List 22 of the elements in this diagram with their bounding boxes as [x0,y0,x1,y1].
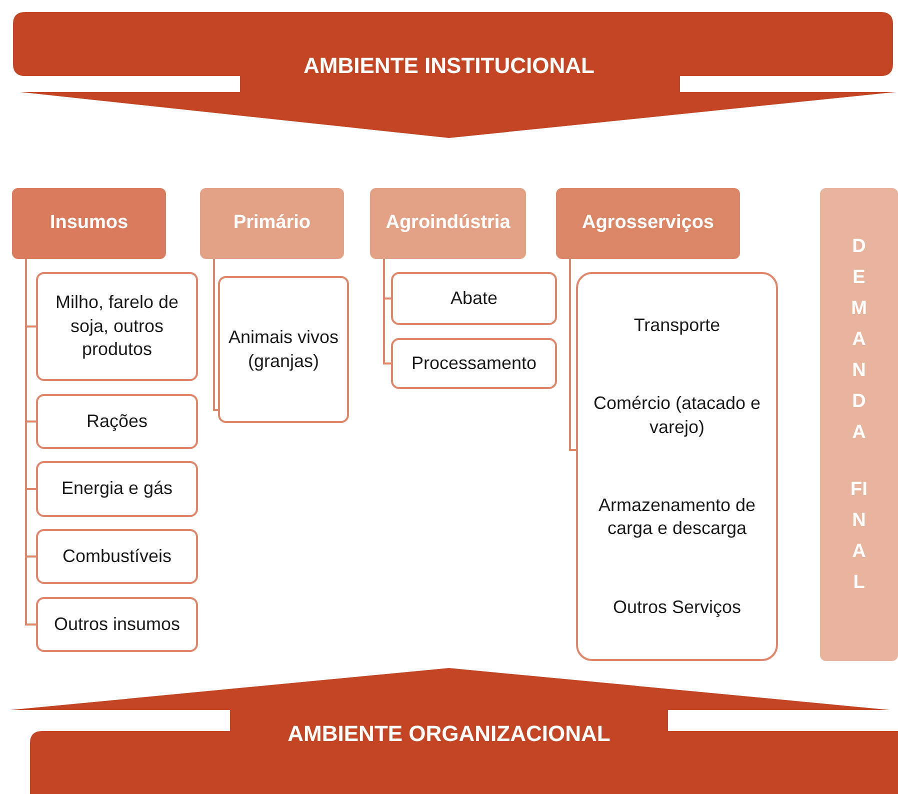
item-box: Outros insumos [36,597,198,652]
item-box: Processamento [391,338,557,389]
service-item: Armazenamento de carga e descarga [597,494,757,540]
item-box: Rações [36,394,198,449]
category-header: Agroindústria [370,188,526,259]
category-header: Insumos [12,188,166,259]
category-header: Agrosserviços [556,188,740,259]
service-item: Transporte [634,314,720,337]
banner-title: AMBIENTE INSTITUCIONAL [304,52,594,80]
service-item: Comércio (atacado e varejo) [592,392,762,439]
banner-title: AMBIENTE ORGANIZACIONAL [288,720,610,748]
connector-line [569,259,576,451]
item-box: Milho, farelo de soja, outros produtos [36,272,198,381]
item-box: Animais vivos (granjas) [218,276,349,423]
connector-line [25,259,36,626]
category-header: Primário [200,188,344,259]
service-item: Outros Serviços [612,596,742,619]
item-box: Combustíveis [36,529,198,584]
item-box: Abate [391,272,557,325]
item-box: Energia e gás [36,461,198,517]
vertical-label: DEMANDA FINAL [850,235,868,595]
connector-line [213,259,218,411]
